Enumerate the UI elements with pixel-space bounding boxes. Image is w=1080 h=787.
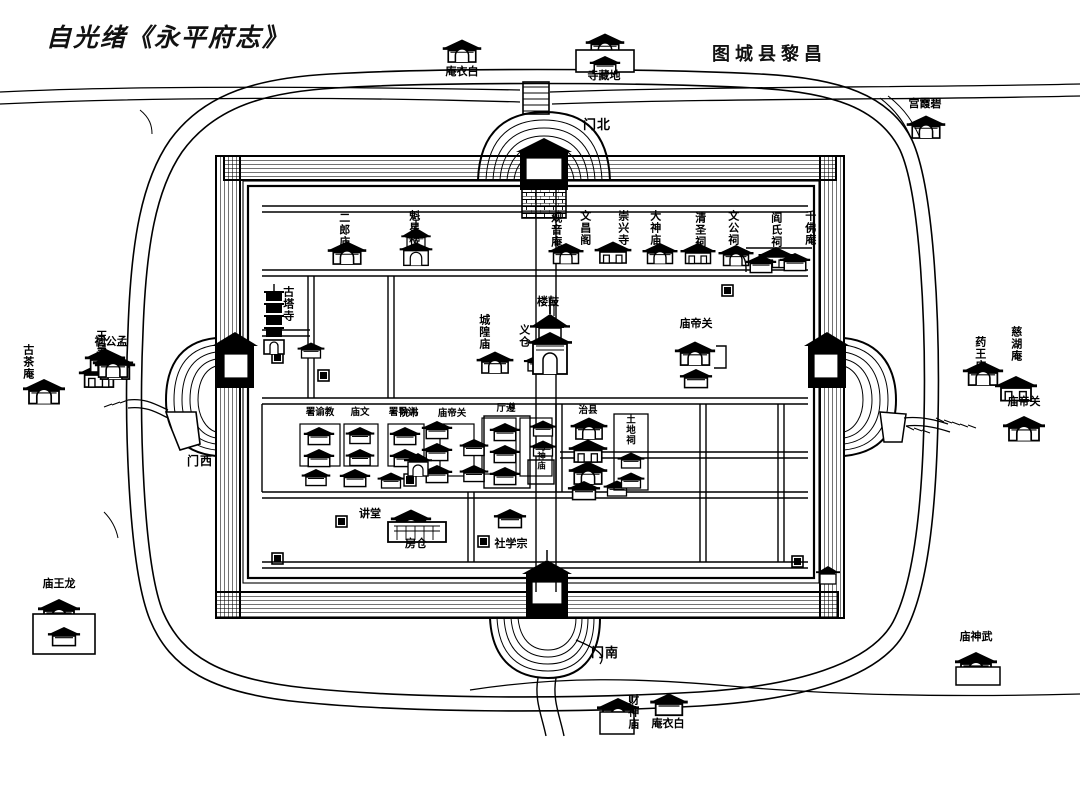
place-label-gulou: 楼鼓 bbox=[537, 295, 559, 308]
place-label-bixia-gong: 宫霞碧 bbox=[908, 97, 942, 110]
south-gate-structure bbox=[488, 550, 603, 737]
place-label-cangfang: 房仓 bbox=[405, 537, 427, 550]
place-label-yanshi-ci: 阎氏祠 bbox=[769, 212, 783, 248]
place-label-tudi-ci: 土地祠 bbox=[623, 414, 635, 446]
place-label-yuhuang-miao: 玉皇庙 bbox=[94, 330, 108, 366]
place-label-yaowang-miao: 药王庙 bbox=[973, 336, 987, 372]
place-label-zunting: 厅遵 bbox=[496, 403, 516, 414]
marker-squares bbox=[271, 284, 804, 568]
north-ward-buildings bbox=[326, 218, 812, 274]
place-label-chongxing-si: 崇兴寺 bbox=[616, 210, 630, 246]
place-label-wengong-ci: 文公祠 bbox=[726, 210, 740, 246]
place-label-wenmiao: 庙文 bbox=[350, 407, 370, 418]
place-label-cihu-an: 慈湖庵 bbox=[1009, 326, 1023, 362]
place-label-menggong-ci: 祠公孟 bbox=[94, 335, 128, 348]
gate-label-west: 门西 bbox=[186, 454, 214, 468]
place-label-guanyin-an: 观音庵 bbox=[549, 212, 563, 248]
place-label-shexue: 社学宗 bbox=[494, 537, 528, 550]
place-label-baiyi-an-south: 庵衣白 bbox=[651, 717, 685, 730]
place-label-yicang: 义仓 bbox=[517, 324, 531, 348]
place-label-mashen-miao: 马神庙 bbox=[535, 442, 546, 471]
place-label-longwang-miao: 庙王龙 bbox=[42, 577, 76, 590]
outside-buildings bbox=[21, 32, 1047, 735]
place-label-guandi-ci: 庙帝关 bbox=[437, 408, 467, 419]
place-label-caishen-miao: 财神庙 bbox=[626, 694, 640, 730]
place-label-jiangtang: 讲堂 bbox=[359, 507, 381, 520]
place-label-shuyuan: 院书 bbox=[399, 408, 419, 419]
place-label-erlang-miao: 二郎庙 bbox=[337, 212, 351, 248]
place-label-kuixing-lou: 魁星楼 bbox=[407, 210, 421, 246]
place-label-dashen-miao: 大神庙 bbox=[648, 210, 662, 246]
place-label-gucha-an: 古茶庵 bbox=[21, 344, 35, 380]
place-label-wenchang-ge: 文昌阁 bbox=[578, 210, 592, 246]
east-gate-structure bbox=[804, 332, 951, 458]
mid-ward-buildings bbox=[263, 284, 727, 389]
place-label-dizang-si: 寺藏地 bbox=[587, 69, 621, 82]
place-label-guandi-miao-east: 庙帝关 bbox=[1007, 395, 1041, 408]
place-label-xundao-shu: 署导训 bbox=[388, 407, 418, 418]
place-label-guandi-miao-in: 庙帝关 bbox=[679, 317, 713, 330]
place-label-qingsheng-ci: 清圣祠 bbox=[693, 212, 707, 248]
admin-ward-buildings bbox=[299, 413, 649, 501]
map-title: 图城县黎昌 bbox=[712, 44, 827, 65]
place-label-xianshu: 署谕教 bbox=[305, 407, 335, 418]
place-label-guta-si: 古塔寺 bbox=[281, 286, 295, 322]
gate-label-south: 门南 bbox=[590, 646, 620, 661]
source-title: 自光绪《永平府志》 bbox=[46, 23, 290, 52]
landscape bbox=[0, 83, 1080, 697]
south-ward-buildings bbox=[387, 507, 840, 585]
place-label-wuxian-miao: 庙神武 bbox=[959, 630, 993, 643]
west-gate-structure bbox=[127, 332, 258, 458]
city-wall bbox=[215, 155, 845, 619]
place-label-chenghuang-miao: 城隍庙 bbox=[477, 314, 491, 350]
place-label-qianfo-an: 千佛庵 bbox=[803, 210, 817, 246]
gate-label-north: 门北 bbox=[582, 118, 612, 133]
place-label-xianzhi: 治县 bbox=[578, 405, 598, 416]
place-label-baiyi-an-north: 庵衣白 bbox=[445, 65, 479, 78]
